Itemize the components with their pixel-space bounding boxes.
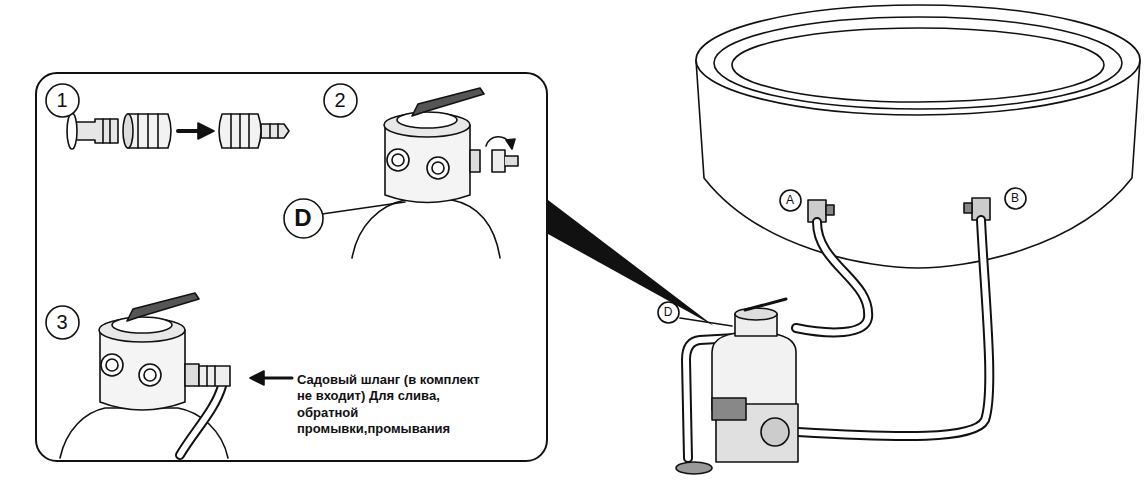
adapter-parts-part — [75, 119, 118, 143]
pool-part — [732, 28, 1104, 102]
callout-letter: D — [657, 301, 680, 324]
hoses-part — [796, 222, 868, 332]
sand-filter-pump-part — [745, 299, 786, 310]
valve-step-three-part — [250, 371, 264, 385]
valve-step-two-part — [432, 162, 444, 174]
adapter-parts-part — [261, 124, 289, 138]
valve-step-two-part — [387, 149, 409, 171]
valve-step-two-part — [392, 154, 404, 166]
callout-text: 1 — [56, 90, 67, 110]
valve-step-three-part — [112, 317, 172, 333]
valve-step-two-part — [412, 88, 484, 116]
valve-step-three-part — [101, 354, 123, 376]
callout-text: D — [294, 206, 311, 230]
callout-text: D — [664, 306, 673, 318]
circle-outline — [46, 84, 79, 117]
valve-step-two-part — [470, 150, 480, 172]
adapter-parts-part — [67, 113, 77, 149]
note-text: Садовый шланг (в комплект не входит) Для… — [297, 372, 497, 437]
pool-part — [714, 17, 1122, 109]
adapter-parts-part — [270, 124, 278, 138]
hoses-part — [798, 220, 989, 436]
callout-text: A — [786, 194, 794, 206]
valve-step-two-part — [505, 156, 518, 166]
adapter-parts-part — [198, 123, 214, 139]
adapter-parts-part — [219, 114, 261, 148]
adapter-parts-part — [123, 114, 133, 148]
pointer-wedge — [548, 200, 714, 326]
step-number: 2 — [323, 83, 358, 118]
valve-step-three-part — [180, 386, 222, 455]
callout-letter: A — [779, 189, 802, 212]
pool-filter-illustration-part — [60, 5, 1140, 474]
callout-letter: D — [283, 198, 324, 239]
circle-outline — [46, 306, 79, 339]
pool-part — [696, 5, 1140, 115]
pool — [696, 5, 1140, 268]
sand-filter-pump — [680, 299, 798, 462]
callout-text: 2 — [334, 90, 345, 110]
step-number: 3 — [45, 305, 80, 340]
adapter-parts-part — [231, 114, 249, 148]
valve-step-three-part — [207, 366, 215, 386]
valve-step-two — [322, 88, 518, 258]
step-number: 1 — [45, 83, 80, 118]
hoses-part — [676, 462, 712, 474]
valve-step-three-part — [144, 369, 156, 381]
hoses-part — [798, 220, 989, 436]
valve-step-three-part — [127, 293, 199, 321]
sand-filter-pump-part — [712, 398, 746, 420]
callout-text: B — [1011, 192, 1019, 204]
sand-filter-pump-part — [735, 308, 777, 320]
instruction-panel: Садовый шланг (в комплект не входит) Для… — [35, 72, 548, 462]
valve-step-two-part — [397, 112, 457, 128]
adapter-parts-part — [138, 114, 158, 148]
pointer-wedge-part — [548, 200, 714, 326]
circle-outline — [324, 84, 357, 117]
valve-step-three-part — [199, 366, 230, 386]
valve-step-two-part — [384, 113, 470, 137]
circle-outline — [658, 302, 679, 323]
valve-step-three — [60, 293, 292, 458]
sand-filter-pump-part — [680, 318, 732, 326]
valve-step-two-part — [506, 139, 515, 149]
valve-step-three-part — [185, 364, 199, 386]
adapter-parts — [67, 113, 289, 149]
pool-part — [964, 203, 972, 213]
adapter-parts-part — [103, 119, 110, 143]
valve-step-two-part — [322, 202, 405, 214]
valve-step-three-part — [139, 364, 161, 386]
hoses — [676, 220, 989, 474]
valve-step-three-part — [106, 359, 118, 371]
valve-step-three-part — [180, 386, 222, 455]
valve-step-two-part — [427, 157, 449, 179]
adapter-parts-part — [178, 129, 200, 133]
valve-step-two-part — [492, 150, 505, 172]
callout-letter: B — [1004, 187, 1027, 210]
valve-step-three-part — [99, 318, 185, 342]
circle-outline — [780, 190, 801, 211]
circle-outline — [284, 199, 323, 238]
valve-step-two-part — [352, 200, 500, 258]
sand-filter-pump-part — [761, 418, 789, 446]
circle-outline — [1005, 188, 1026, 209]
hoses-part — [796, 222, 868, 332]
valve-step-three-part — [262, 377, 292, 380]
pool-part — [826, 205, 834, 215]
callout-text: 3 — [56, 312, 67, 332]
